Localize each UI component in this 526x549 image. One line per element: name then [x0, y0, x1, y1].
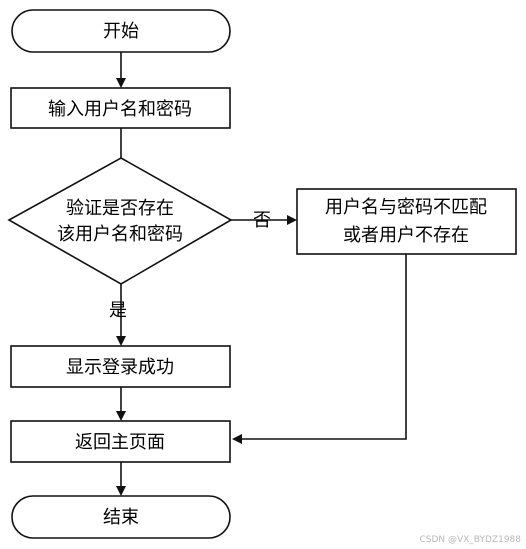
end-terminator: [11, 495, 231, 539]
input-process-box: [10, 87, 231, 129]
arrowhead-home-end: [116, 486, 126, 496]
arrowhead-start-input: [116, 78, 126, 88]
input-process-label: 输入用户名和密码: [48, 99, 192, 120]
arrowhead-decision-success: [116, 336, 126, 346]
arrowhead-error-home: [232, 434, 242, 444]
edge-label-yes: 是: [109, 300, 127, 321]
arrowhead-decision-error: [287, 215, 297, 225]
verify-decision-label-line1: 验证是否存在: [66, 198, 174, 219]
arrowhead-success-home: [116, 411, 126, 421]
edge-label-no: 否: [253, 210, 271, 231]
success-process-box: [10, 345, 231, 388]
verify-decision-label-line2: 该用户名和密码: [57, 224, 183, 245]
error-process-label-line1: 用户名与密码不匹配: [325, 197, 487, 218]
error-process-box: [296, 188, 517, 255]
end-label: 结束: [103, 507, 139, 528]
start-label: 开始: [103, 21, 139, 42]
verify-decision-diamond: [7, 157, 233, 285]
edge-error-home: [240, 254, 407, 440]
watermark: CSDN @VX_BYDZ1988: [419, 535, 521, 545]
success-process-label: 显示登录成功: [66, 357, 174, 378]
home-process-box: [10, 420, 231, 463]
error-process-label-line2: 或者用户不存在: [343, 225, 469, 246]
home-process-label: 返回主页面: [75, 432, 165, 453]
